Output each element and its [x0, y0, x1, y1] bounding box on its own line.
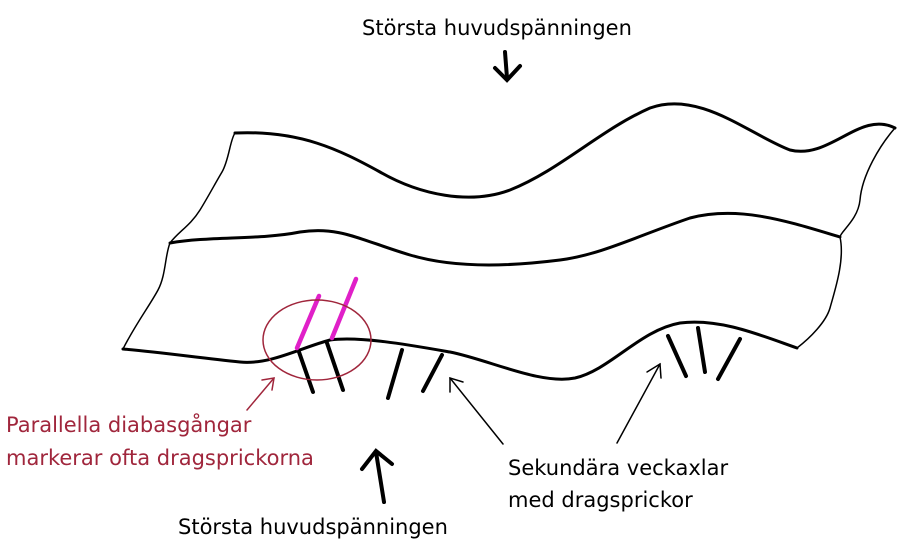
- dike-annotation-arrow: [247, 378, 274, 410]
- tension-crack: [299, 352, 313, 392]
- lower-fold-line: [123, 322, 797, 379]
- middle-fold-line: [170, 213, 840, 265]
- axes-annotation-arrow-right: [617, 364, 660, 443]
- tension-crack: [698, 328, 705, 372]
- dikes-label-line1: Parallella diabasgångar: [6, 412, 251, 438]
- bottom-stress-arrow: [376, 452, 384, 502]
- tension-crack: [718, 339, 740, 379]
- axes-label-line1: Sekundära veckaxlar: [508, 455, 728, 481]
- bottom-stress-label: Största huvudspänningen: [178, 514, 448, 540]
- top-stress-arrow: [505, 52, 507, 78]
- dikes-label-line2: markerar ofta dragsprickorna: [6, 445, 314, 471]
- tension-crack: [327, 343, 343, 390]
- diabase-dike: [297, 296, 319, 348]
- tension-crack: [388, 350, 402, 398]
- axes-annotation-arrow-left: [450, 378, 503, 444]
- tension-crack: [668, 336, 686, 376]
- upper-fold-line: [235, 104, 895, 197]
- diabase-dike: [332, 279, 356, 338]
- tension-crack: [423, 355, 442, 391]
- top-stress-label: Största huvudspänningen: [362, 15, 632, 41]
- right-edge-line: [797, 128, 895, 348]
- axes-label-line2: med dragsprickor: [508, 487, 693, 513]
